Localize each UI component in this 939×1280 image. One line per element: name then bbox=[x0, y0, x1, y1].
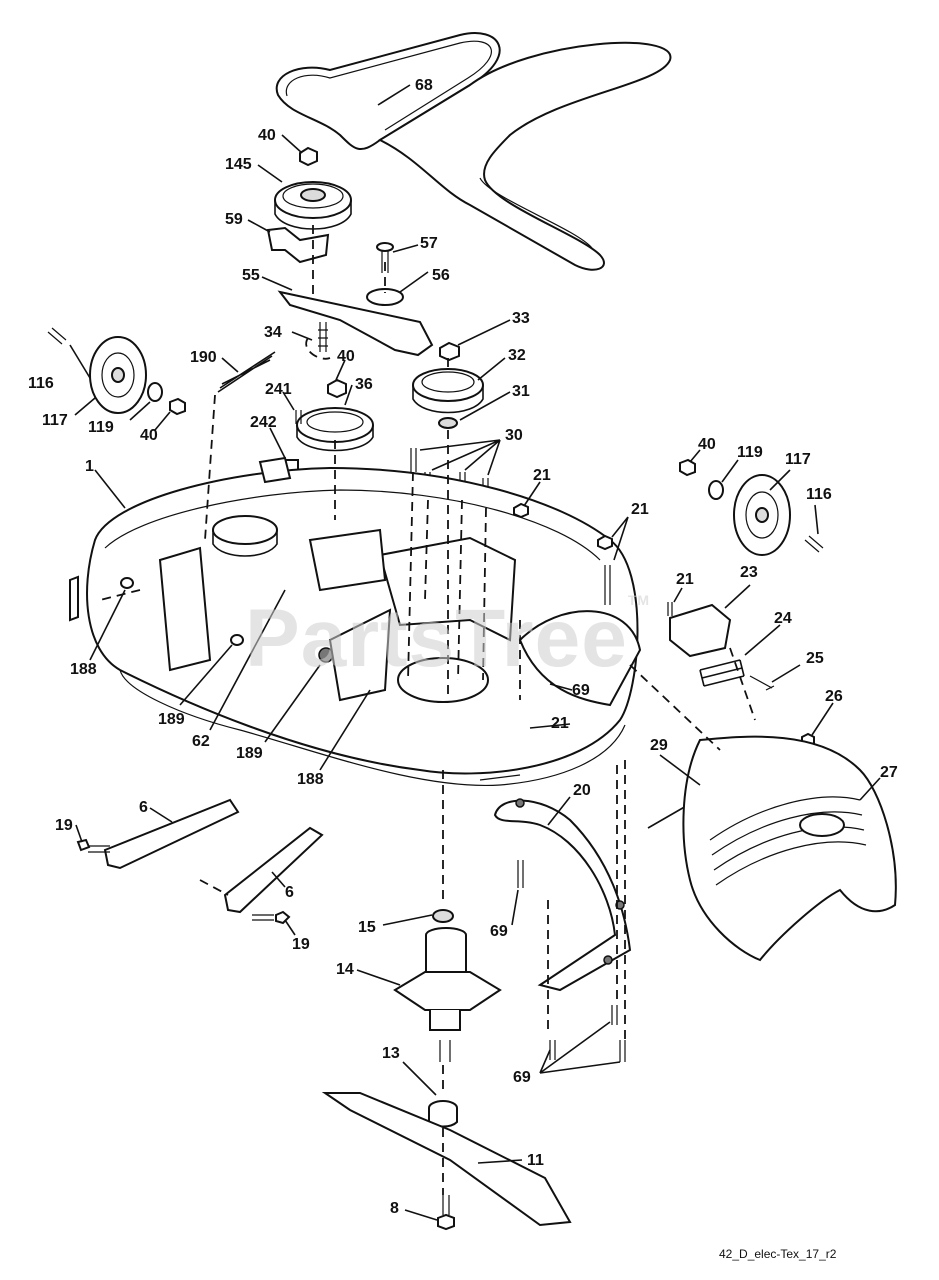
bolt-8 bbox=[437, 1195, 455, 1231]
callout-13: 13 bbox=[382, 1045, 400, 1062]
callout-21-a: 21 bbox=[533, 467, 551, 484]
nut-33 bbox=[439, 341, 460, 362]
spring-190 bbox=[217, 351, 276, 393]
watermark-text: PartsTree bbox=[245, 593, 628, 684]
callout-6-b: 6 bbox=[285, 884, 294, 901]
discharge-chute-27 bbox=[682, 735, 897, 962]
bolt-19-b bbox=[275, 910, 291, 925]
callout-29: 29 bbox=[650, 737, 668, 754]
nut-40-mid bbox=[327, 378, 347, 399]
callout-69-c: 69 bbox=[513, 1069, 531, 1086]
callout-188-left: 188 bbox=[70, 661, 97, 678]
callout-56: 56 bbox=[432, 267, 450, 284]
callout-57: 57 bbox=[420, 235, 438, 252]
callout-189-left: 189 bbox=[158, 711, 185, 728]
hanger-6-b bbox=[223, 826, 324, 914]
blade-11 bbox=[321, 1092, 572, 1227]
callout-11: 11 bbox=[527, 1152, 544, 1169]
leader-lines bbox=[69, 84, 881, 1221]
callout-21-c: 21 bbox=[676, 571, 694, 588]
pulley-32 bbox=[412, 368, 484, 414]
idler-arm-55 bbox=[277, 290, 434, 357]
spindle-14 bbox=[393, 927, 502, 1062]
callout-19-a: 19 bbox=[55, 817, 73, 834]
bolt-34 bbox=[318, 322, 328, 352]
callout-21-d: 21 bbox=[551, 715, 569, 732]
callout-25: 25 bbox=[806, 650, 824, 667]
callout-55: 55 bbox=[242, 267, 260, 284]
mower-deck bbox=[69, 456, 642, 787]
bolt-69-b bbox=[517, 860, 524, 888]
callout-116-left: 116 bbox=[28, 375, 54, 392]
spring-24 bbox=[699, 659, 745, 687]
callout-30: 30 bbox=[505, 427, 523, 444]
watermark-trademark: TM bbox=[627, 592, 651, 608]
rod-21 bbox=[604, 565, 611, 605]
callout-15: 15 bbox=[358, 919, 376, 936]
washer-15 bbox=[432, 909, 454, 923]
callout-40-mid: 40 bbox=[337, 348, 355, 365]
drive-belt bbox=[275, 32, 672, 271]
callout-33: 33 bbox=[512, 310, 530, 327]
callout-62: 62 bbox=[192, 733, 210, 750]
diagram-code: 42_D_elec-Tex_17_r2 bbox=[719, 1247, 837, 1261]
bolt-241 bbox=[295, 410, 302, 424]
callout-69-a: 69 bbox=[572, 682, 590, 699]
callout-23: 23 bbox=[740, 564, 758, 581]
bolt-21-c bbox=[667, 602, 673, 616]
washer-31 bbox=[438, 417, 458, 429]
callout-34: 34 bbox=[264, 324, 282, 341]
callout-8: 8 bbox=[390, 1200, 399, 1217]
callout-24: 24 bbox=[774, 610, 792, 627]
callout-241: 241 bbox=[265, 381, 292, 398]
callout-32: 32 bbox=[508, 347, 526, 364]
callout-1: 1 bbox=[85, 458, 94, 475]
callout-31: 31 bbox=[512, 383, 530, 400]
callout-117-left: 117 bbox=[42, 412, 68, 429]
bracket-23 bbox=[669, 603, 732, 658]
callout-20: 20 bbox=[573, 782, 591, 799]
callout-6-a: 6 bbox=[139, 799, 148, 816]
callout-119-right: 119 bbox=[737, 444, 763, 461]
callout-190: 190 bbox=[190, 349, 217, 366]
callout-68: 68 bbox=[415, 77, 433, 94]
washer-56 bbox=[366, 288, 404, 306]
callout-117-right: 117 bbox=[785, 451, 811, 468]
bracket-59 bbox=[266, 226, 330, 264]
bolt-19-a bbox=[76, 838, 91, 852]
blade-adapter-13 bbox=[428, 1100, 458, 1128]
callout-189-mid: 189 bbox=[236, 745, 263, 762]
callout-27: 27 bbox=[880, 764, 898, 781]
assembly-lines bbox=[99, 225, 756, 1195]
bolt-57 bbox=[376, 242, 394, 273]
callout-14: 14 bbox=[336, 961, 354, 978]
callout-59: 59 bbox=[225, 211, 243, 228]
callout-21-b: 21 bbox=[631, 501, 649, 518]
callout-26: 26 bbox=[825, 688, 843, 705]
gauge-wheel-right bbox=[679, 458, 824, 556]
pin-25 bbox=[749, 675, 775, 691]
support-bar-20 bbox=[493, 799, 632, 992]
nut-21-a bbox=[513, 502, 529, 519]
callout-119-left: 119 bbox=[88, 419, 114, 436]
callout-40-left: 40 bbox=[140, 427, 158, 444]
hanger-6-a bbox=[103, 798, 240, 870]
callout-40-right: 40 bbox=[698, 436, 716, 453]
callout-36: 36 bbox=[355, 376, 373, 393]
callout-40-top: 40 bbox=[258, 127, 276, 144]
watermark: PartsTreeTM bbox=[245, 592, 650, 686]
callout-145: 145 bbox=[225, 156, 252, 173]
idler-pulley-145 bbox=[274, 146, 352, 230]
nut-21-b bbox=[597, 534, 613, 551]
callout-116-right: 116 bbox=[806, 486, 832, 503]
callout-242: 242 bbox=[250, 414, 277, 431]
callout-188-mid: 188 bbox=[297, 771, 324, 788]
gauge-wheel-left bbox=[47, 327, 186, 416]
bolts-69-c bbox=[549, 1005, 626, 1062]
callout-69-b: 69 bbox=[490, 923, 508, 940]
callout-19-b: 19 bbox=[292, 936, 310, 953]
